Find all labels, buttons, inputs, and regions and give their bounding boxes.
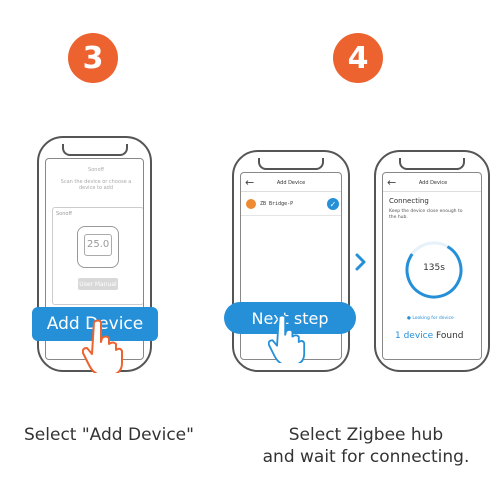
screen-title: Sonoff [88, 167, 104, 173]
device-card: Sonoff 25.0 User Manual [52, 207, 143, 305]
found-line: 1 device Found [395, 331, 479, 341]
back-arrow-icon[interactable]: ← [245, 176, 255, 189]
divider [241, 215, 341, 216]
divider [383, 191, 481, 192]
caption-step-3: Select "Add Device" [24, 425, 194, 445]
phone-screen: ← Add Device Connecting Keep the device … [382, 172, 482, 360]
zigbee-device-icon [246, 199, 256, 209]
back-arrow-icon[interactable]: ← [387, 176, 397, 189]
step-4-badge: 4 [333, 33, 383, 83]
looking-text: Looking for device [412, 316, 454, 321]
connecting-hint: Keep the device close enough to the hub. [389, 209, 463, 220]
user-manual-button[interactable]: User Manual [78, 278, 118, 290]
caption-step-4: Select Zigbee hub and wait for connectin… [232, 424, 500, 468]
found-label: Found [436, 331, 464, 341]
screen-title: Add Device [418, 180, 448, 186]
screen-hint: Scan the device or choose a device to ad… [60, 179, 132, 191]
divider [241, 191, 341, 192]
chevron-right-icon [354, 252, 368, 276]
phone-notch [258, 158, 324, 170]
caption-line-1: Select Zigbee hub [288, 425, 444, 445]
countdown-timer: 135s [423, 263, 445, 273]
device-name[interactable]: ZB Bridge-P [260, 201, 294, 207]
device-display: 25.0 [87, 239, 110, 250]
step-3-badge: 3 [68, 33, 118, 83]
found-count: 1 device [395, 331, 434, 341]
thermostat-icon: 25.0 [77, 226, 119, 268]
next-step-button[interactable]: Next step [224, 302, 356, 334]
caption-line-2: and wait for connecting. [262, 447, 470, 467]
progress-ring [403, 239, 465, 305]
screen-title: Add Device [276, 180, 306, 186]
looking-for-device: ● Looking for device [407, 316, 454, 321]
hand-pointer-icon [267, 313, 306, 367]
phone-notch [61, 144, 128, 156]
hand-pointer-icon [81, 318, 124, 377]
device-brand: Sonoff [56, 211, 72, 217]
phone-notch [399, 158, 465, 170]
phone-step-4-connecting: ← Add Device Connecting Keep the device … [374, 150, 490, 372]
check-circle-icon[interactable]: ✓ [327, 198, 339, 210]
connecting-status: Connecting [389, 197, 429, 205]
